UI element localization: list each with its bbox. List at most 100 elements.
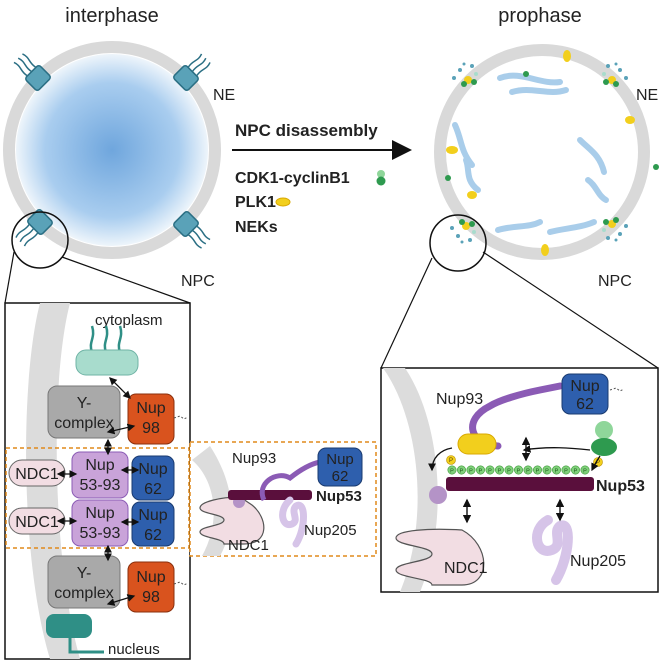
phospho-site [523, 465, 533, 475]
plk1-right [457, 433, 497, 455]
nup62-a-line2: 62 [144, 481, 162, 498]
nup53-bar-right [446, 477, 594, 491]
cytoplasmic-filament-cap [75, 349, 139, 376]
nup93-middle [259, 459, 321, 502]
npc-label-right: NPC [598, 273, 632, 290]
phospho-site-label: P [507, 469, 511, 475]
phospho-site-label: P [460, 469, 464, 475]
kinase-neks: NEKs [235, 219, 278, 236]
nup98-top-line2: 98 [142, 420, 160, 437]
y-complex-top-line2: complex [54, 415, 114, 432]
phospho-site [532, 465, 542, 475]
nup53-93-a-line2: 53-93 [80, 477, 121, 494]
nup205-right-label: Nup205 [570, 553, 626, 570]
npc-label-left: NPC [181, 273, 215, 290]
nup53-right-label: Nup53 [596, 478, 645, 495]
phospho-site-label: P [469, 469, 473, 475]
middle-zoom-panel: NDC1 Nup53 Nup93 Nup 62 Nup205 [189, 441, 377, 557]
nup98-bottom-line2: 98 [142, 589, 160, 606]
nup62-right-line1: Nup [570, 378, 599, 395]
nup98-bottom-line1: Nup [136, 569, 165, 586]
zoom-circle-left [11, 211, 69, 269]
disassembling-npc [450, 62, 628, 244]
phospho-site [542, 465, 552, 475]
phospho-site-label: P [564, 469, 568, 475]
nup53-93-b-line1: Nup [85, 505, 114, 522]
nup62-middle [317, 447, 363, 487]
nup53-bar-middle [228, 490, 312, 500]
process-title: NPC disassembly [235, 121, 378, 140]
nup93-right-label: Nup93 [436, 391, 483, 408]
nup205-middle [279, 496, 307, 548]
interphase-label: interphase [65, 5, 158, 27]
y-complex-top-line1: Y- [77, 395, 92, 412]
npc-icon [15, 209, 53, 247]
nup62-middle-line2: 62 [332, 468, 349, 485]
nup62-a [131, 455, 175, 501]
nup98-top-line1: Nup [136, 400, 165, 417]
plk1-markers [446, 50, 635, 256]
nup62-a-line1: Nup [138, 461, 167, 478]
nup98-bottom [127, 561, 175, 613]
ndc1-middle [199, 496, 265, 545]
cytoplasm-label: cytoplasm [95, 312, 163, 329]
nup62-b-line1: Nup [138, 507, 167, 524]
npc-icon [13, 53, 51, 91]
ne-label-left: NE [213, 87, 235, 104]
nup98-top [127, 393, 175, 445]
zoom-circle-right [429, 214, 487, 272]
phospho-site [447, 465, 457, 475]
prophase-label: prophase [498, 5, 581, 27]
phospho-site-label: P [555, 469, 559, 475]
phospho-site [561, 465, 571, 475]
phospho-site-label: P [574, 469, 578, 475]
nup93-middle-label: Nup93 [232, 450, 276, 467]
plk1-icon [275, 197, 291, 207]
nucleus-label: nucleus [108, 641, 160, 658]
nup53-93-a-line1: Nup [85, 457, 114, 474]
nup62-right-line2: 62 [576, 396, 594, 413]
free-cdk1 [445, 71, 659, 181]
phospho-site-label: P [536, 469, 540, 475]
kinase-plk1: PLK1 [235, 194, 276, 211]
npc-icon [173, 211, 211, 249]
y-complex-bottom-line1: Y- [77, 565, 92, 582]
y-complex-bottom [47, 555, 121, 609]
phospho-site-label: P [450, 469, 454, 475]
phospho-site-label: P [517, 469, 521, 475]
nup205-middle-label: Nup205 [304, 522, 357, 539]
phospho-site [513, 465, 523, 475]
nup62-b-line2: 62 [144, 527, 162, 544]
interphase-nucleus [3, 41, 221, 259]
phospho-marker-label: P [449, 458, 453, 464]
phospho-marker [446, 455, 456, 465]
kinase-arrows [428, 445, 601, 472]
nup53-middle-label: Nup53 [316, 488, 362, 505]
nup62-right [561, 373, 609, 415]
ndc1-a-label: NDC1 [15, 466, 59, 483]
y-complex-top [47, 385, 121, 439]
phospho-site-label: P [498, 469, 502, 475]
kinase-cdk1: CDK1-cyclinB1 [235, 170, 350, 187]
phospho-site [504, 465, 514, 475]
ndc1-middle-label: NDC1 [228, 537, 269, 554]
chromosomes [452, 72, 609, 235]
ndc1-b-label: NDC1 [15, 514, 59, 531]
nup53-93-module-outline [5, 447, 190, 549]
ndc1-right-label: NDC1 [444, 560, 488, 577]
phospho-site-label: P [583, 469, 587, 475]
phospho-site [466, 465, 476, 475]
nup62-middle-line1: Nup [326, 451, 354, 468]
nuclear-basket [46, 614, 92, 638]
phospho-site [580, 465, 590, 475]
ndc1-right [395, 528, 485, 586]
nup205-right [532, 515, 573, 585]
phospho-site [551, 465, 561, 475]
phospho-site-label: P [488, 469, 492, 475]
phospho-site [494, 465, 504, 475]
interaction-arrows [56, 377, 140, 606]
nup53-93-b-line2: 53-93 [80, 525, 121, 542]
